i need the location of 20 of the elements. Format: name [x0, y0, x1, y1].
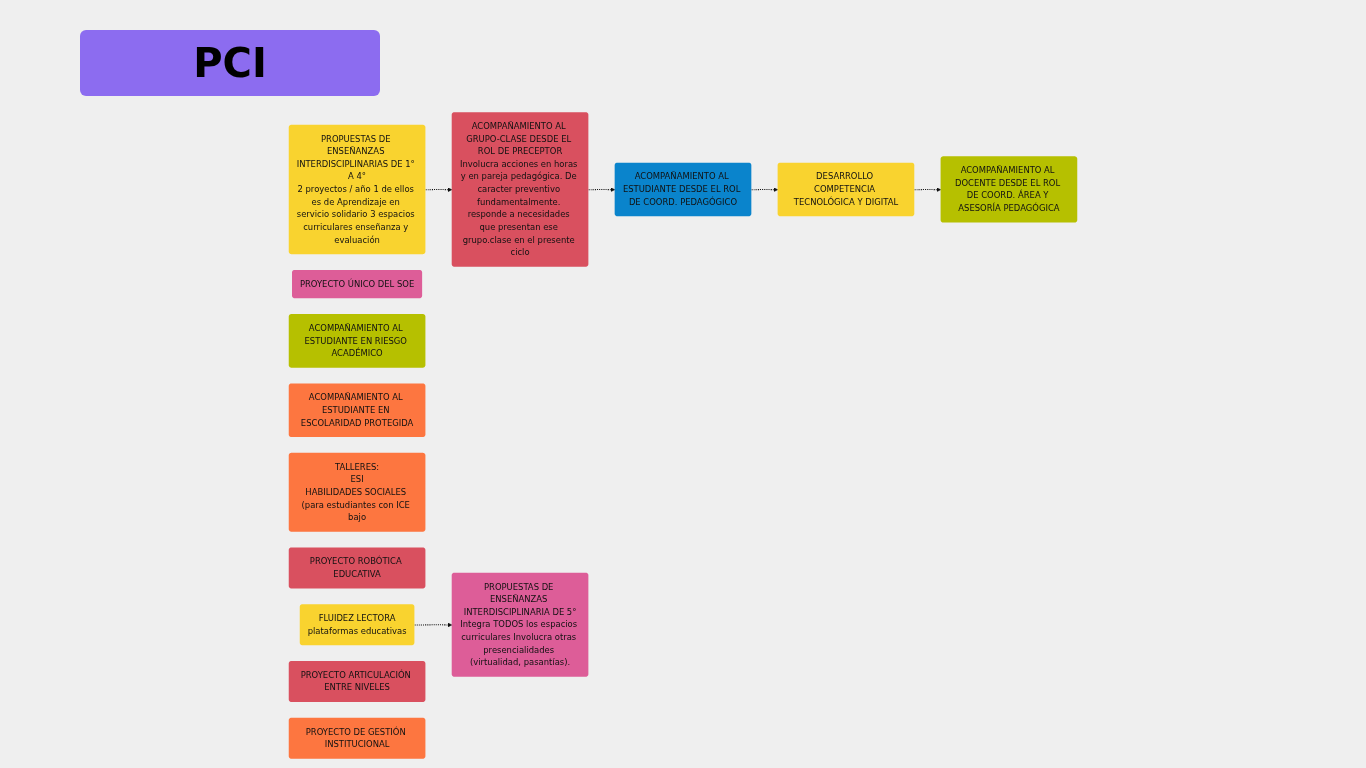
arrow: [914, 186, 942, 192]
arrow: [414, 622, 453, 627]
node-box: ACOMPAÑAMIENTO AL GRUPO-CLASE DESDE EL ROL DE PRECEPTOR Involucra acciones en horas y en pareja pedagógica. De caracter preventivo fundamentalmente. responde a necesidades que presentan ese grupo.clase en el presente ciclo: [451, 111, 589, 267]
title-banner: PCI: [80, 30, 380, 96]
node-box: PROPUESTAS DE ENSEÑANZAS INTERDISCIPLINARIA DE 5° Integra TODOS los espacios curriculares Involucra otras presencialidades (virtualidad, pasantías).: [451, 572, 589, 677]
node-box: PROYECTO ARTICULACIÓN ENTRE NIVELES: [288, 660, 426, 702]
node-box: ACOMPAÑAMIENTO AL ESTUDIANTE EN ESCOLARIDAD PROTEGIDA: [288, 382, 426, 437]
node-box: PROYECTO ÚNICO DEL SOE: [292, 269, 423, 298]
node-box: PROPUESTAS DE ENSEÑANZAS INTERDISCIPLINARIAS DE 1° A 4° 2 proyectos / año 1 de ellos es de Aprendizaje en servicio solidario 3 espacios curriculares enseñanza y evaluación: [288, 124, 426, 254]
arrow: [588, 186, 616, 192]
node-box: ACOMPAÑAMIENTO AL DOCENTE DESDE EL ROL DE COORD. ÁREA Y ASESORÍA PEDAGÓGICA: [940, 155, 1078, 223]
node-box: DESARROLLO COMPETENCIA TECNOLÓGICA Y DIGITAL: [777, 162, 915, 216]
node-box: ACOMPAÑAMIENTO AL ESTUDIANTE DESDE EL ROL DE COORD. PEDAGÓGICO: [614, 162, 752, 216]
node-box: FLUIDEZ LECTORA plataformas educativas: [299, 603, 415, 645]
arrow: [751, 186, 779, 192]
node-box: TALLERES: ESI HABILIDADES SOCIALES (para estudiantes con ICE bajo: [288, 452, 426, 532]
arrow: [425, 186, 453, 192]
node-box: PROYECTO ROBÓTICA EDUCATIVA: [288, 546, 426, 588]
node-box: PROYECTO DE GESTIÓN INSTITUCIONAL: [288, 717, 426, 759]
node-box: ACOMPAÑAMIENTO AL ESTUDIANTE EN RIESGO ACADÉMICO: [288, 313, 426, 368]
